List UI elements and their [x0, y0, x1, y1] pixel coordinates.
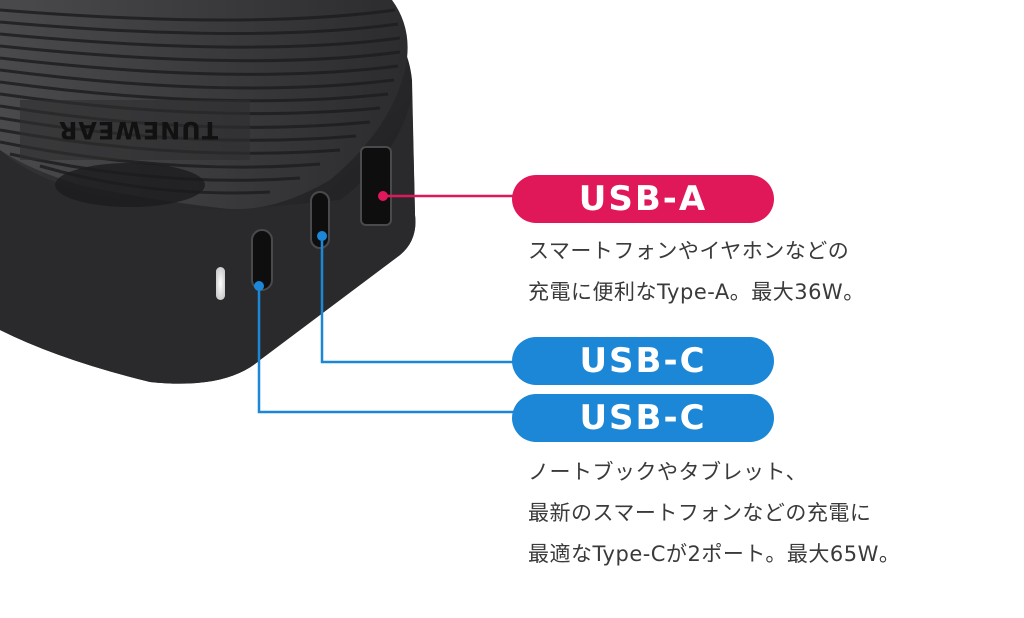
usb-c2-leader-line — [257, 286, 516, 414]
charger-front-face — [0, 95, 416, 384]
usb-c-port-lower — [251, 229, 273, 291]
usb-a-description: スマートフォンやイヤホンなどの 充電に便利なType-A。最大36W。 — [528, 231, 865, 313]
usb-c-description-line: ノートブックやタブレット、 — [528, 460, 808, 484]
usb-c2-leader-dot — [254, 281, 264, 291]
top-dial — [55, 163, 205, 207]
usb-a-leader-dot — [378, 191, 388, 201]
usb-c-description-line: 最適なType-Cが2ポート。最大65W。 — [528, 542, 901, 566]
usb-a-description-line: 充電に便利なType-A。最大36W。 — [528, 280, 865, 304]
usb-c-label-upper: USB-C — [512, 337, 774, 385]
logo-plate — [20, 100, 250, 160]
usb-a-description-line: スマートフォンやイヤホンなどの — [528, 239, 850, 263]
usb-c-description-line: 最新のスマートフォンなどの充電に — [528, 501, 872, 525]
usb-c1-leader-dot — [317, 231, 327, 241]
usb-c-label-lower: USB-C — [512, 394, 774, 442]
usb-c-description: ノートブックやタブレット、 最新のスマートフォンなどの充電に 最適なType-C… — [528, 452, 900, 575]
usb-c1-leader-line — [320, 236, 516, 364]
led-indicator — [216, 267, 225, 300]
brand-logo: TUNEWEAR — [58, 116, 218, 144]
usb-a-port — [360, 146, 392, 226]
usb-a-label: USB-A — [512, 175, 774, 223]
